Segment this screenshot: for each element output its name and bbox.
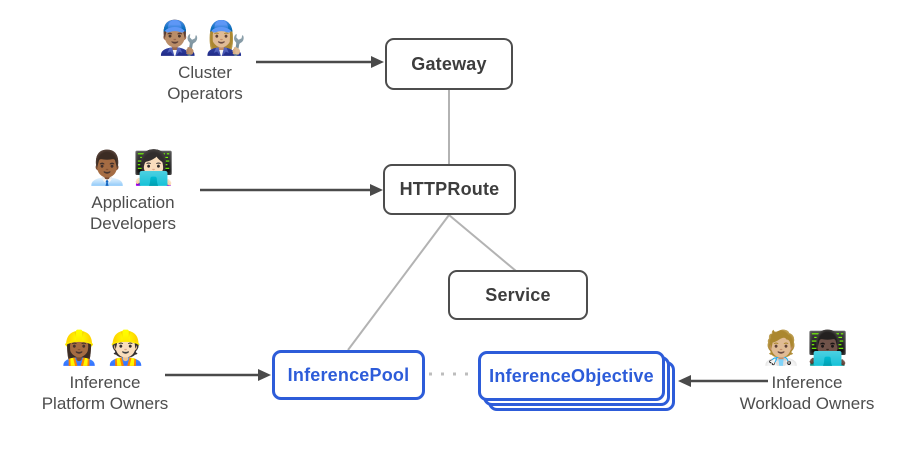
arrow-platform-owners-to-inferencepool (165, 369, 271, 381)
node-gateway: Gateway (385, 38, 513, 90)
construction-workers-emoji-icon: 👷🏾‍♀️👷🏻 (58, 329, 152, 366)
node-httproute: HTTPRoute (383, 164, 516, 215)
persona-label: Workload Owners (739, 394, 875, 413)
persona-label: Inference (69, 373, 141, 392)
node-service: Service (448, 270, 588, 320)
persona-inference-platform-owners: 👷🏾‍♀️👷🏻 Inference Platform Owners (15, 328, 195, 414)
persona-label: Platform Owners (41, 394, 169, 413)
persona-label: Developers (90, 214, 176, 233)
persona-label: Inference (771, 373, 843, 392)
persona-label: Application (91, 193, 175, 212)
persona-cluster-operators: 👨🏽‍🔧👩🏼‍🔧 Cluster Operators (125, 18, 285, 104)
persona-inference-workload-owners: 🧑🏼‍⚕️👨🏿‍💻 Inference Workload Owners (717, 328, 897, 414)
office-worker-technologist-emoji-icon: 👨🏾‍💼👩🏻‍💻 (86, 149, 180, 186)
node-inference-objective-stack: InferenceObjective (478, 351, 675, 411)
edge-httproute-inferencepool (347, 214, 450, 351)
health-worker-technologist-emoji-icon: 🧑🏼‍⚕️👨🏿‍💻 (760, 329, 854, 366)
node-inference-objective: InferenceObjective (478, 351, 665, 401)
edge-httproute-service (448, 214, 517, 272)
persona-label: Cluster (178, 63, 232, 82)
persona-application-developers: 👨🏾‍💼👩🏻‍💻 Application Developers (53, 148, 213, 234)
mechanics-emoji-icon: 👨🏽‍🔧👩🏼‍🔧 (158, 19, 252, 56)
arrow-workload-owners-to-inferenceobjective (678, 375, 768, 387)
arrow-cluster-operators-to-gateway (256, 56, 384, 68)
arrow-application-developers-to-httproute (200, 184, 383, 196)
persona-label: Operators (167, 84, 243, 103)
node-inference-pool: InferencePool (272, 350, 425, 400)
